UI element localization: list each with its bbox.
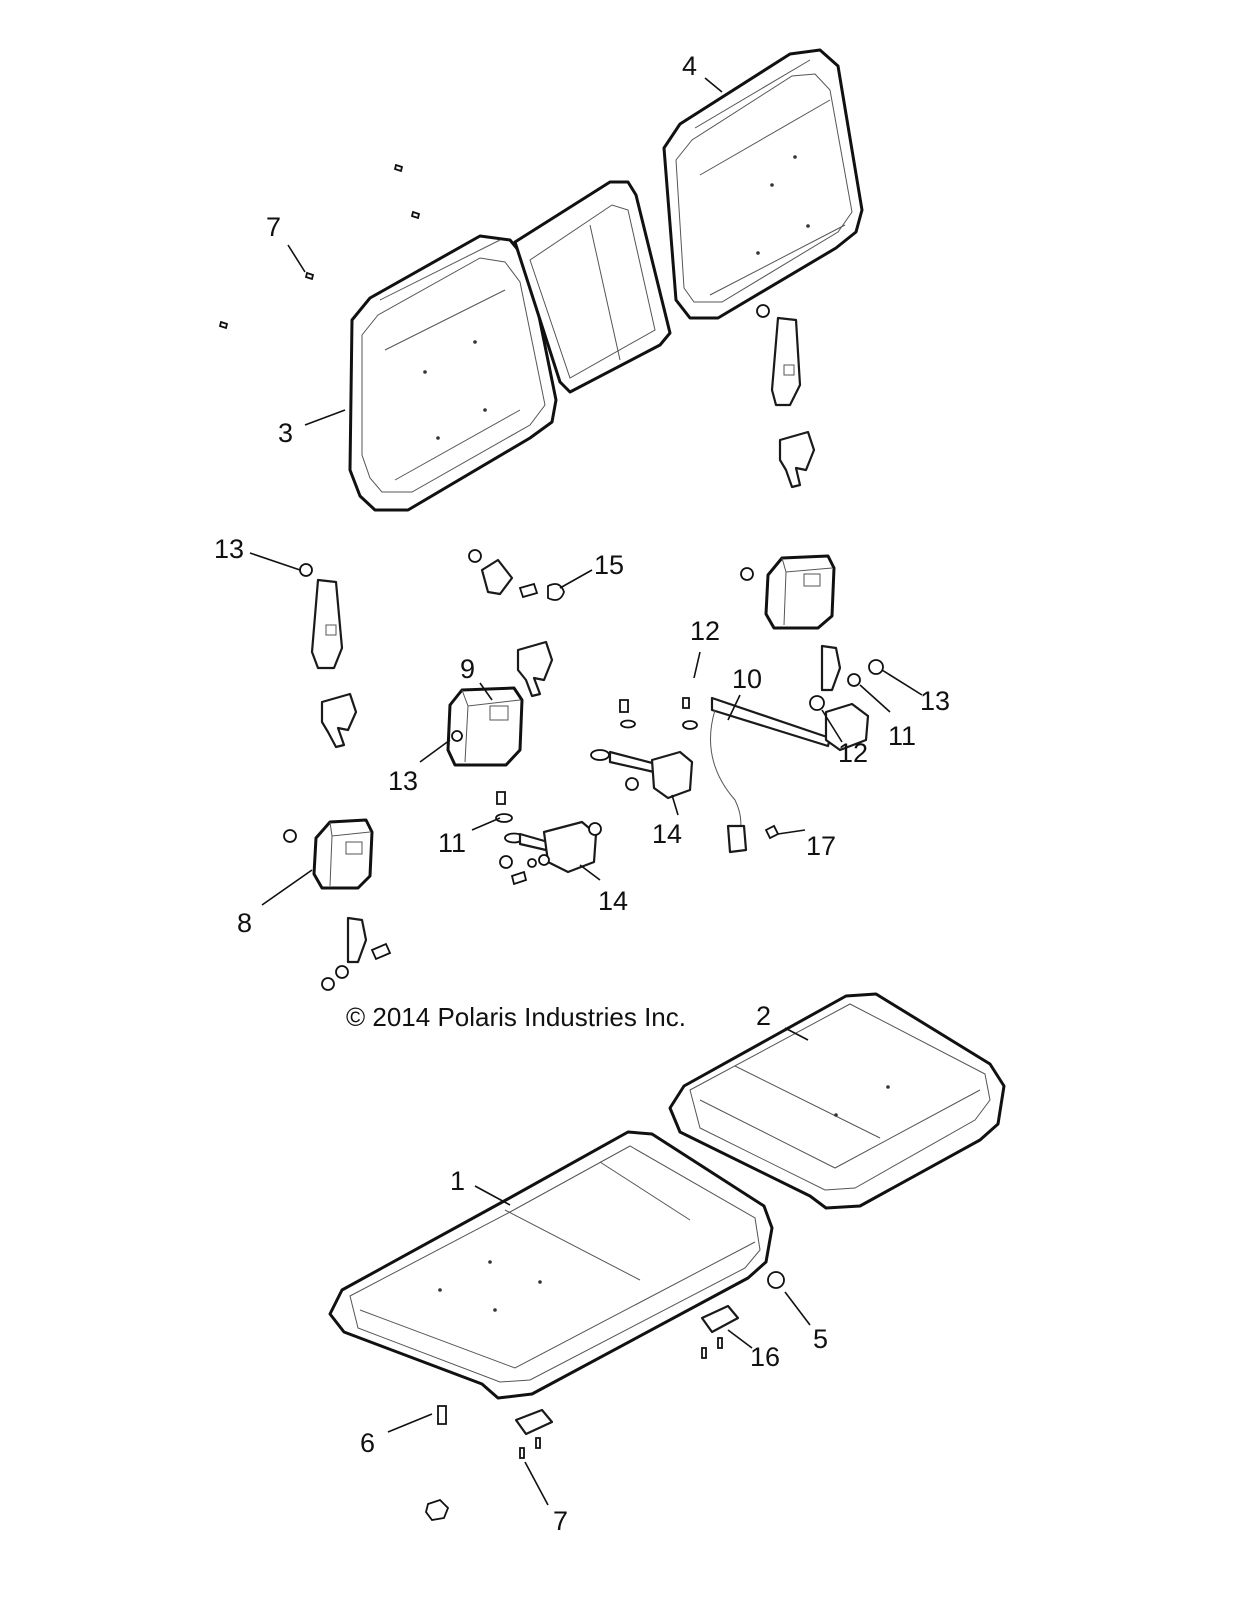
bracket-lower-left	[321, 916, 392, 991]
bottom-hardware	[425, 1271, 785, 1521]
callout-labels: 4 7 3 13 15 12 10 9 13 11 12 13 14 17 11…	[214, 51, 950, 1536]
callout-12-center: 12	[690, 616, 720, 646]
callout-17: 17	[806, 831, 836, 861]
leader-lines	[249, 77, 923, 1506]
callout-8: 8	[237, 908, 252, 938]
callout-6: 6	[360, 1428, 375, 1458]
screws-top	[218, 163, 421, 330]
copyright-text: © 2014 Polaris Industries Inc.	[346, 1002, 686, 1032]
seat-back-right	[662, 48, 864, 320]
callout-16: 16	[750, 1342, 780, 1372]
callout-11-left: 11	[438, 828, 466, 858]
callout-10: 10	[732, 664, 762, 694]
belt-buckle-10	[682, 696, 870, 854]
seat-back-center	[513, 180, 672, 394]
seat-belt-buckle-box-8	[283, 818, 374, 890]
callout-1: 1	[450, 1166, 465, 1196]
callout-13-middle: 13	[388, 766, 418, 796]
seat-belt-buckle-box-9	[446, 686, 524, 767]
callout-12-right: 12	[838, 738, 868, 768]
callout-11-right: 11	[888, 721, 916, 751]
seat-bottom-left	[328, 1130, 774, 1400]
belt-retractor-left	[299, 563, 358, 749]
callout-7-top: 7	[266, 212, 281, 242]
callout-2: 2	[756, 1001, 771, 1031]
center-buckle-group	[468, 549, 565, 698]
callout-4: 4	[682, 51, 697, 81]
belt-buckle-14-lower	[495, 791, 602, 886]
callout-3: 3	[278, 418, 293, 448]
seat-back-left	[348, 234, 558, 512]
callout-5: 5	[813, 1324, 828, 1354]
callout-9: 9	[460, 654, 475, 684]
callout-14-lower: 14	[598, 886, 628, 916]
belt-retractor-upper-right	[756, 304, 816, 489]
callout-7-bottom: 7	[553, 1506, 568, 1536]
callout-15: 15	[594, 550, 624, 580]
bracket-right	[809, 644, 884, 711]
belt-buckle-14-right	[590, 699, 694, 800]
callout-13-right: 13	[920, 686, 950, 716]
callout-13-top-left: 13	[214, 534, 244, 564]
callout-14-right: 14	[652, 819, 682, 849]
seat-bottom-right	[668, 992, 1006, 1210]
seat-belt-buckle-box-upper-right	[740, 554, 836, 630]
